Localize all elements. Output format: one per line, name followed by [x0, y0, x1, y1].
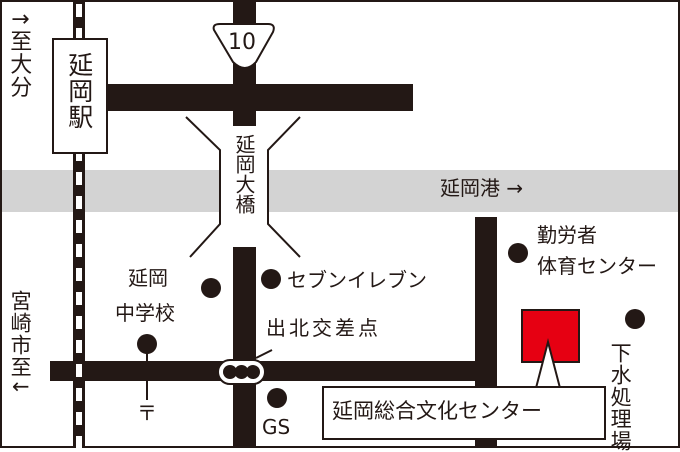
gs-label: GS — [262, 415, 291, 439]
railway-dash — [76, 340, 82, 353]
bridge-outline-right — [267, 116, 301, 258]
railway-dash — [76, 172, 82, 185]
sewage-label: 下水処理場 — [608, 342, 633, 452]
post-office-marker — [137, 334, 157, 354]
seven-eleven-marker — [261, 269, 281, 289]
railway-dash — [76, 316, 82, 329]
gym-marker — [508, 243, 528, 263]
river-band — [0, 170, 680, 212]
railway-dash — [76, 244, 82, 257]
to-miyazaki-label: 宮崎市至↓ — [8, 290, 33, 397]
station-road — [108, 84, 413, 111]
bridge-outline-left — [185, 116, 221, 258]
sewage-marker — [625, 309, 645, 329]
railway-dash — [76, 220, 82, 233]
railway-dash — [76, 292, 82, 305]
railway-dash — [76, 148, 82, 161]
gym-label-2: 体育センター — [537, 254, 657, 278]
school-marker — [201, 278, 221, 298]
bridge-label: 延岡大橋 — [232, 134, 256, 214]
railway-dash — [76, 412, 82, 425]
railway-dash — [76, 388, 82, 401]
traffic-light-lamp — [246, 365, 260, 379]
railway-dash — [76, 28, 82, 41]
railway-dash — [76, 436, 82, 448]
route10-road-south — [233, 247, 256, 448]
route-number: 10 — [228, 30, 256, 55]
station-label-box — [52, 38, 108, 154]
seven-eleven-label: セブンイレブン — [287, 268, 427, 292]
destination-label[interactable]: 延岡総合文化センター — [332, 399, 542, 423]
railway-dash — [76, 268, 82, 281]
port-label: 延岡港 → — [440, 176, 524, 200]
gym-label-1: 勤労者 — [537, 223, 597, 247]
school-label-1: 延岡 — [128, 266, 168, 290]
school-label-2: 中学校 — [115, 301, 175, 325]
traffic-light-lamp — [223, 365, 237, 379]
bridge-deck — [221, 126, 267, 246]
gs-marker — [267, 388, 287, 408]
destination-callout[interactable] — [322, 386, 606, 440]
railway-dash — [76, 364, 82, 377]
railway-dash — [76, 196, 82, 209]
post-office-label: 〒 — [137, 401, 157, 425]
railway-dash — [76, 4, 82, 17]
callout-pointer — [535, 338, 561, 389]
intersection-label: 出北交差点 — [266, 316, 381, 340]
intersection-leader — [255, 349, 273, 359]
traffic-light-lamp — [234, 365, 249, 379]
to-oita-label: ↑至大分 — [6, 10, 32, 99]
station-label: 延岡駅 — [64, 52, 94, 130]
route-shield-icon — [212, 23, 275, 69]
